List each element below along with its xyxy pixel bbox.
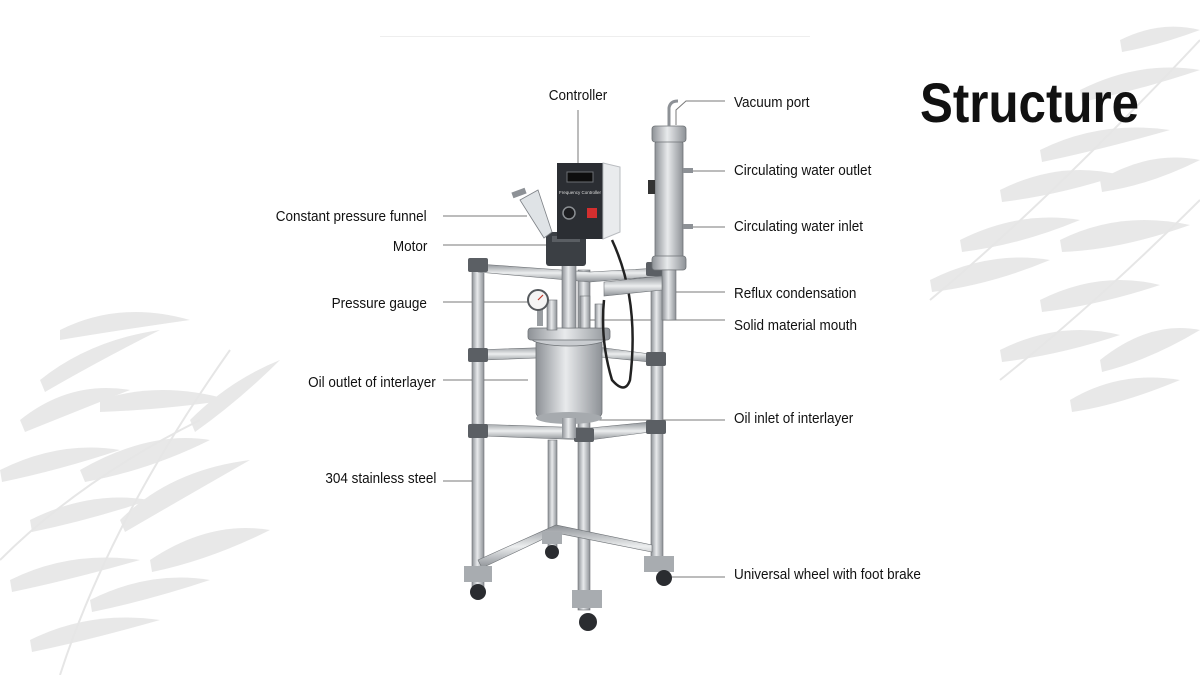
pressure-gauge [527,289,549,326]
label-circulating-water-inlet: Circulating water inlet [734,218,864,235]
wheels [464,532,674,631]
label-304-stainless-steel: 304 stainless steel [324,470,436,487]
vessel [527,327,611,438]
label-motor: Motor [392,238,427,255]
label-circulating-water-outlet: Circulating water outlet [734,162,872,179]
label-constant-pressure-funnel: Constant pressure funnel [276,208,427,225]
label-universal-wheel: Universal wheel with foot brake [734,566,921,583]
label-solid-material-mouth: Solid material mouth [734,317,858,334]
controller-caption: Frequency Controller [559,190,602,195]
top-divider [380,36,810,37]
leader-vacuum-port [675,100,725,125]
label-vacuum-port: Vacuum port [734,94,810,111]
page-title: Structure [920,71,1140,134]
label-controller: Controller [548,87,608,104]
funnel-shape [511,187,553,239]
label-pressure-gauge: Pressure gauge [331,295,427,312]
label-reflux-condensation: Reflux condensation [734,285,857,302]
label-oil-outlet-of-interlayer: Oil outlet of interlayer [308,374,436,391]
condenser [603,99,693,321]
controller-box: Frequency Controller [557,162,621,240]
label-oil-inlet-of-interlayer: Oil inlet of interlayer [734,410,854,427]
